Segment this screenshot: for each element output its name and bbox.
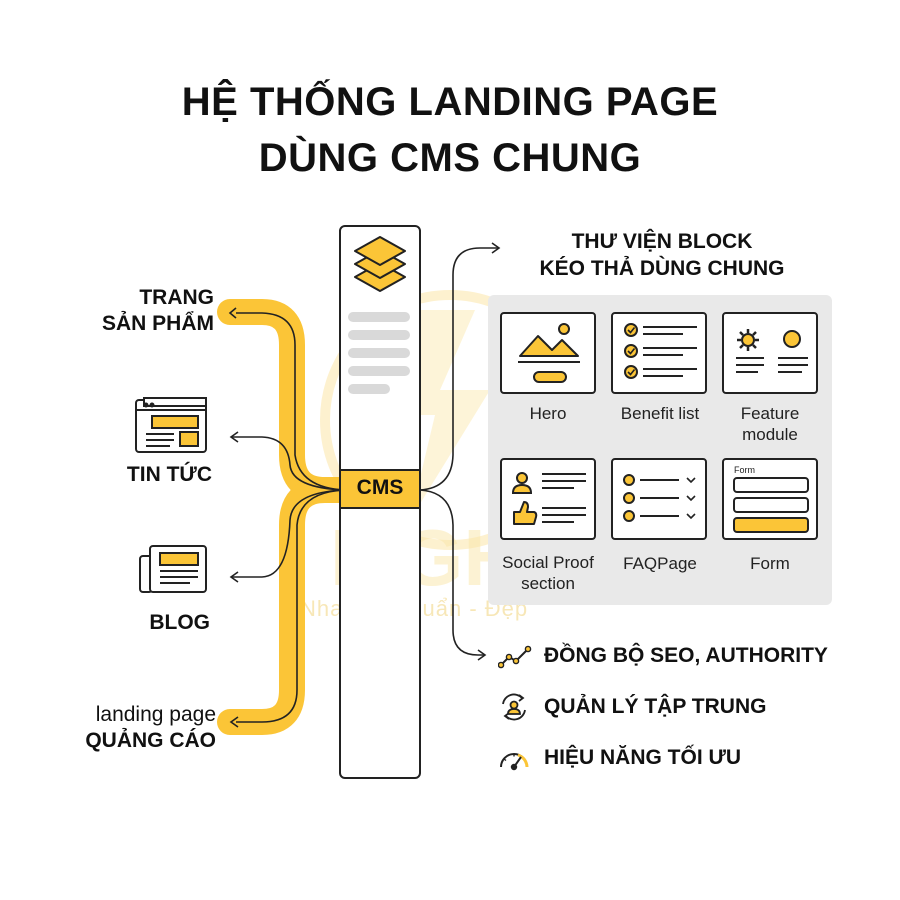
brace-bottom xyxy=(217,477,338,735)
layers-icon xyxy=(354,236,406,292)
library-title: THƯ VIỆN BLOCK KÉO THẢ DÙNG CHUNG xyxy=(512,228,812,282)
block-label-form: Form xyxy=(750,554,790,573)
image-icon xyxy=(518,323,580,383)
arrow-to-product xyxy=(236,312,346,491)
left-item-landing-line2: QUẢNG CÁO xyxy=(85,729,216,752)
arrow-to-blog xyxy=(232,489,346,578)
feature-central-label: QUẢN LÝ TẬP TRUNG xyxy=(544,695,767,718)
block-card-hero[interactable] xyxy=(500,312,596,394)
block-label-feature-line1: Feature xyxy=(740,404,800,423)
feature-performance: HIỆU NĂNG TỐI ƯU xyxy=(498,743,741,773)
feature-seo-label: ĐỒNG BỘ SEO, AUTHORITY xyxy=(544,644,828,667)
arrowhead-landing xyxy=(229,716,239,728)
newspaper-icon xyxy=(139,545,207,593)
speedometer-icon xyxy=(500,753,529,771)
block-label-social-line2: section xyxy=(521,574,575,593)
news-page-icon xyxy=(135,397,207,453)
left-item-product-line2: SẢN PHẨM xyxy=(101,312,214,335)
block-card-social-proof[interactable] xyxy=(500,458,596,540)
cms-label: CMS xyxy=(356,476,404,499)
library-title-line1: THƯ VIỆN BLOCK xyxy=(571,230,753,253)
block-card-benefit[interactable] xyxy=(611,312,707,394)
faq-icon xyxy=(623,474,696,522)
arrowhead-product xyxy=(228,307,237,319)
checklist-icon xyxy=(624,323,697,379)
arrowhead-blog xyxy=(229,571,239,583)
block-card-faq[interactable] xyxy=(611,458,707,540)
brace-top xyxy=(217,299,358,503)
left-item-product: TRANG SẢN PHẨM xyxy=(100,285,214,337)
block-label-social-proof: Social Proof section xyxy=(488,552,608,594)
trend-line-icon xyxy=(498,645,532,669)
block-label-benefit: Benefit list xyxy=(620,404,700,423)
cms-highlight xyxy=(339,469,421,509)
form-icon: Form xyxy=(733,465,809,533)
block-label-faq: FAQPage xyxy=(623,554,697,573)
form-caption: Form xyxy=(734,465,755,475)
page-title-line1: HỆ THỐNG LANDING PAGE xyxy=(181,80,719,124)
block-card-form[interactable]: Form xyxy=(722,458,818,540)
team-sync-icon xyxy=(502,693,526,721)
left-item-news: TIN TỨC xyxy=(126,463,212,486)
block-card-feature[interactable] xyxy=(722,312,818,394)
left-item-product-line1: TRANG xyxy=(139,286,214,309)
library-title-line2: KÉO THẢ DÙNG CHUNG xyxy=(539,257,785,280)
arrowhead-news xyxy=(229,431,239,443)
block-label-feature-line2: module xyxy=(742,425,798,444)
arrowhead-features xyxy=(477,649,487,661)
block-label-hero: Hero xyxy=(529,404,567,423)
feature-performance-label: HIỆU NĂNG TỐI ƯU xyxy=(544,746,742,769)
block-label-social-line1: Social Proof xyxy=(502,553,594,572)
block-label-feature: Feature module xyxy=(710,403,830,445)
cms-content-bars xyxy=(348,312,410,394)
page-title-line2: DÙNG CMS CHUNG xyxy=(258,136,642,180)
arrow-to-news xyxy=(232,436,346,491)
arrow-to-landing xyxy=(236,489,346,723)
left-item-landing: landing page QUẢNG CÁO xyxy=(40,702,216,754)
feature-icon xyxy=(736,329,808,373)
testimonial-icon xyxy=(511,472,586,525)
left-item-blog: BLOG xyxy=(149,611,210,634)
left-item-landing-line1: landing page xyxy=(95,703,216,726)
arrow-to-library xyxy=(419,247,498,491)
arrow-to-features xyxy=(419,489,484,656)
arrowhead-library xyxy=(491,242,501,254)
feature-seo: ĐỒNG BỘ SEO, AUTHORITY xyxy=(498,641,828,671)
feature-central: QUẢN LÝ TẬP TRUNG xyxy=(498,692,766,722)
